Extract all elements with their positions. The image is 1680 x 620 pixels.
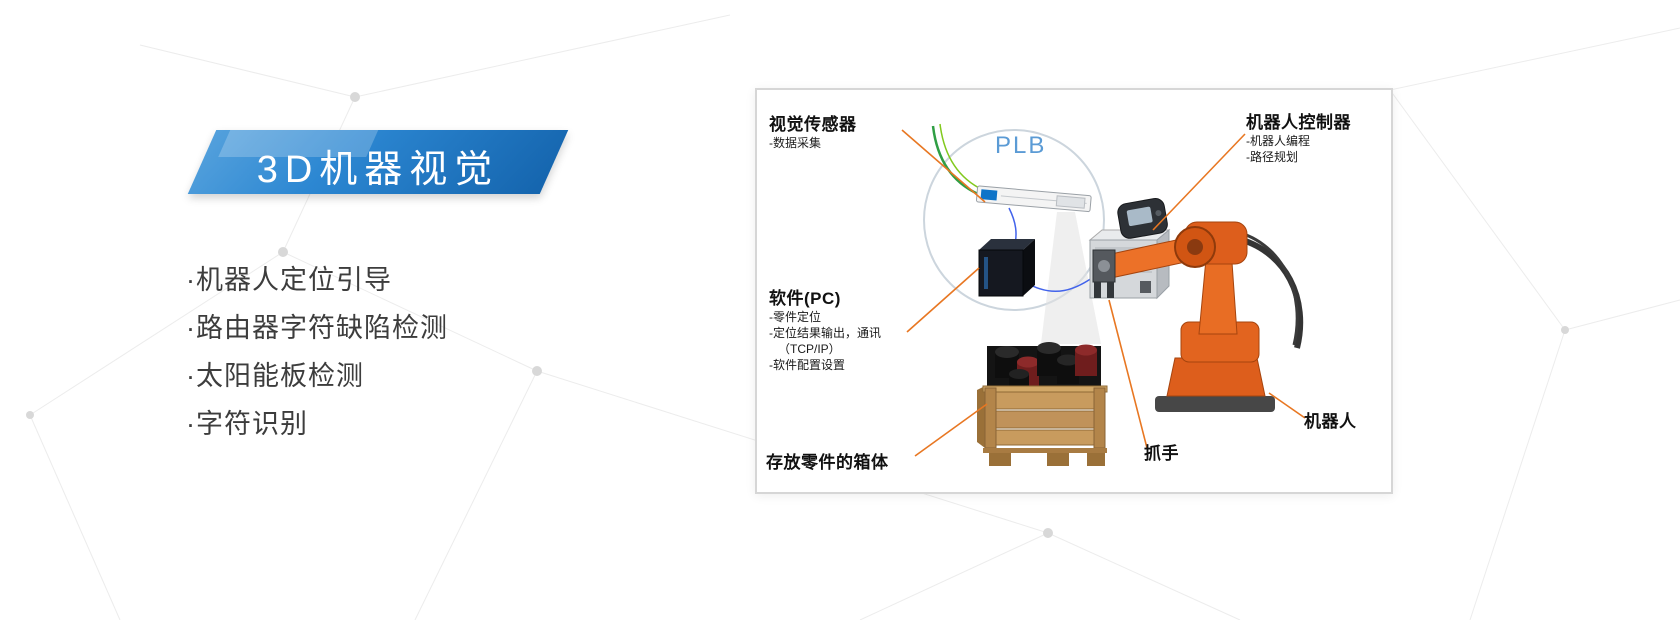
vision-sensor-graphic (975, 185, 1092, 213)
camera-fov-beam (1041, 212, 1101, 344)
section-title-banner: 3D机器视觉 (187, 130, 569, 194)
label-gripper: 抓手 (1144, 439, 1179, 464)
gripper-title: 抓手 (1144, 444, 1179, 463)
software-pc-title: 软件(PC) (769, 289, 841, 308)
label-parts-box: 存放零件的箱体 (766, 448, 889, 473)
feature-list: ·机器人定位引导 ·路由器字符缺陷检测 ·太阳能板检测 ·字符识别 (186, 256, 448, 448)
software-pc-graphic (978, 239, 1035, 297)
software-pc-line: -软件配置设置 (769, 358, 845, 372)
feature-item: ·太阳能板检测 (186, 361, 364, 391)
software-pc-line: -定位结果输出，通讯 (769, 326, 881, 340)
parts-box-title: 存放零件的箱体 (766, 453, 889, 472)
system-diagram-panel: PLB 视觉传感器 -数据采集 机器人控制器 -机器人编程 -路径规划 软件(P… (755, 88, 1393, 494)
label-robot: 机器人 (1304, 407, 1357, 432)
feature-item: ·路由器字符缺陷检测 (186, 313, 448, 343)
feature-item: ·字符识别 (186, 409, 308, 439)
banner-title: 3D机器视觉 (256, 149, 500, 191)
label-software-pc: 软件(PC) -零件定位 -定位结果输出，通讯 （TCP/IP） -软件配置设置 (769, 284, 881, 373)
robot-controller-line: -机器人编程 (1246, 134, 1310, 148)
sensor-cable-green2-icon (939, 123, 984, 191)
plb-label: PLB (995, 132, 1047, 159)
system-diagram-illustration (901, 123, 1306, 466)
robot-title: 机器人 (1304, 412, 1357, 431)
robot-controller-title: 机器人控制器 (1246, 113, 1351, 132)
annotation-connector-lines (901, 129, 1306, 457)
robot-graphic (1092, 221, 1304, 412)
robot-controller-line: -路径规划 (1246, 150, 1298, 164)
teach-pendant-graphic (1117, 198, 1168, 239)
vision-sensor-line: -数据采集 (769, 136, 821, 150)
software-pc-line: -零件定位 (769, 310, 821, 324)
feature-item: ·机器人定位引导 (186, 265, 392, 295)
plb-circle (923, 129, 1105, 311)
label-vision-sensor: 视觉传感器 -数据采集 (769, 110, 857, 151)
label-robot-controller: 机器人控制器 -机器人编程 -路径规划 (1246, 108, 1351, 165)
software-pc-line: （TCP/IP） (778, 342, 841, 356)
vision-sensor-title: 视觉传感器 (769, 115, 857, 134)
parts-crate-graphic (977, 342, 1108, 466)
